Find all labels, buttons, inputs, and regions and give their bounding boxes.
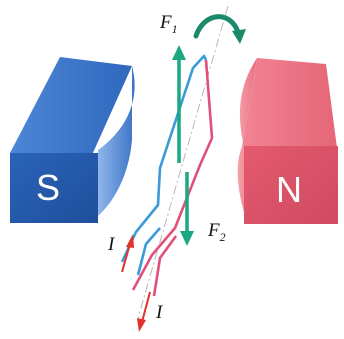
south-magnet: S <box>10 57 135 223</box>
coil-back-lead <box>152 235 178 297</box>
force-f1-label: F1 <box>159 12 178 36</box>
force-f2-label: F2 <box>207 220 226 244</box>
rotation-axis <box>137 5 229 319</box>
north-magnet-side-face <box>237 58 257 212</box>
north-magnet-front-face <box>244 146 338 224</box>
coil-front-side <box>120 54 208 263</box>
current-out-arrow <box>137 291 151 332</box>
coil-back-side <box>131 59 214 291</box>
coil-front-lead <box>136 227 161 276</box>
force-f2-arrow <box>180 172 194 246</box>
south-pole-letter: S <box>36 167 60 208</box>
north-magnet: N <box>237 58 338 224</box>
current-in-arrow <box>121 234 134 273</box>
rotate-clockwise-icon <box>193 14 246 44</box>
north-magnet-top-face <box>242 58 337 148</box>
south-magnet-top-face <box>10 57 132 155</box>
force-f1-arrow <box>172 45 186 163</box>
north-pole-letter: N <box>276 169 302 210</box>
current-in-label: I <box>107 234 116 255</box>
current-out-label: I <box>155 302 164 323</box>
south-magnet-side-face <box>98 66 135 216</box>
south-magnet-front-face <box>10 153 98 223</box>
